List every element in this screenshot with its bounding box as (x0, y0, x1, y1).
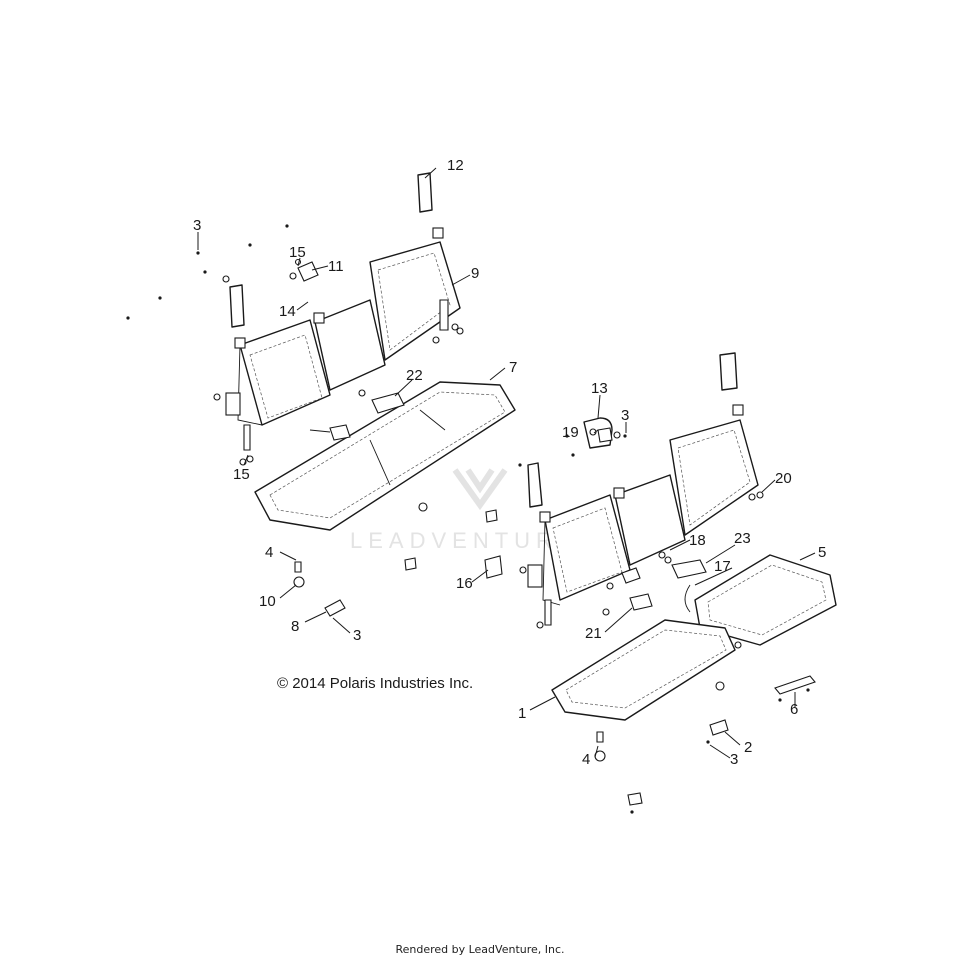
callout-9: 9 (471, 265, 479, 282)
callout-20: 20 (775, 470, 792, 487)
backrest-left-assembly (225, 227, 464, 451)
nut-10 (293, 576, 305, 588)
callout-16: 16 (456, 575, 473, 592)
seat-belt-guide-right-lower (527, 462, 543, 508)
callout-12: 12 (447, 157, 464, 174)
callout-3: 3 (193, 217, 201, 234)
seat-base-7 (254, 381, 516, 531)
callout-labels: 12 3 15 11 9 14 7 22 15 13 3 19 20 18 23… (193, 157, 826, 768)
stud-4-right (596, 731, 604, 743)
leadventure-watermark-logo: LEADVENTURE (350, 468, 579, 553)
callout-14: 14 (279, 303, 296, 320)
seat-belt-buckle-23 (658, 551, 707, 579)
bracket-mid (404, 557, 417, 571)
cable-17 (684, 584, 691, 613)
copyright-notice: © 2014 Polaris Industries Inc. (277, 675, 474, 692)
callout-7: 7 (509, 359, 517, 376)
callout-22: 22 (406, 367, 423, 384)
bracket-8 (324, 599, 346, 617)
callout-2: 2 (744, 739, 752, 756)
callout-6: 6 (790, 701, 798, 718)
callout-15b: 15 (233, 466, 250, 483)
callout-18: 18 (689, 532, 706, 549)
callout-13: 13 (591, 380, 608, 397)
seat-base-1 (551, 619, 742, 721)
latch-19 (589, 427, 621, 443)
seat-belt-guide-12 (417, 172, 433, 213)
render-credit-footer: Rendered by LeadVenture, Inc. (395, 943, 565, 956)
callout-4: 4 (265, 544, 273, 561)
fasteners-right (518, 434, 627, 629)
callout-15: 15 (289, 244, 306, 261)
callout-3b: 3 (621, 407, 629, 424)
bracket-upper (485, 509, 498, 523)
bracket-2 (709, 719, 729, 736)
seat-belt-guide-right (719, 352, 738, 391)
watermark-text: LEADVENTURE (350, 528, 579, 553)
seat-belt-guide-left (229, 284, 245, 328)
seat-belt-buckle-21 (602, 567, 653, 616)
stud-4 (294, 561, 302, 573)
callout-23: 23 (734, 530, 751, 547)
leader-lines (197, 167, 816, 759)
seat-belt-buckle-22 (309, 389, 405, 441)
callout-19: 19 (562, 424, 579, 441)
latch-11 (289, 258, 319, 282)
backrest-right-assembly (527, 404, 764, 626)
callout-8: 8 (291, 618, 299, 635)
bracket-bottom (627, 792, 643, 806)
callout-1: 1 (518, 705, 526, 722)
rail-6 (774, 675, 816, 695)
callout-3d: 3 (730, 751, 738, 768)
bracket-16 (484, 555, 503, 579)
callout-21: 21 (585, 625, 602, 642)
callout-5: 5 (818, 544, 826, 561)
callout-10: 10 (259, 593, 276, 610)
callout-11: 11 (328, 258, 344, 275)
callout-3c: 3 (353, 627, 361, 644)
callout-17: 17 (714, 558, 731, 575)
callout-4b: 4 (582, 751, 590, 768)
